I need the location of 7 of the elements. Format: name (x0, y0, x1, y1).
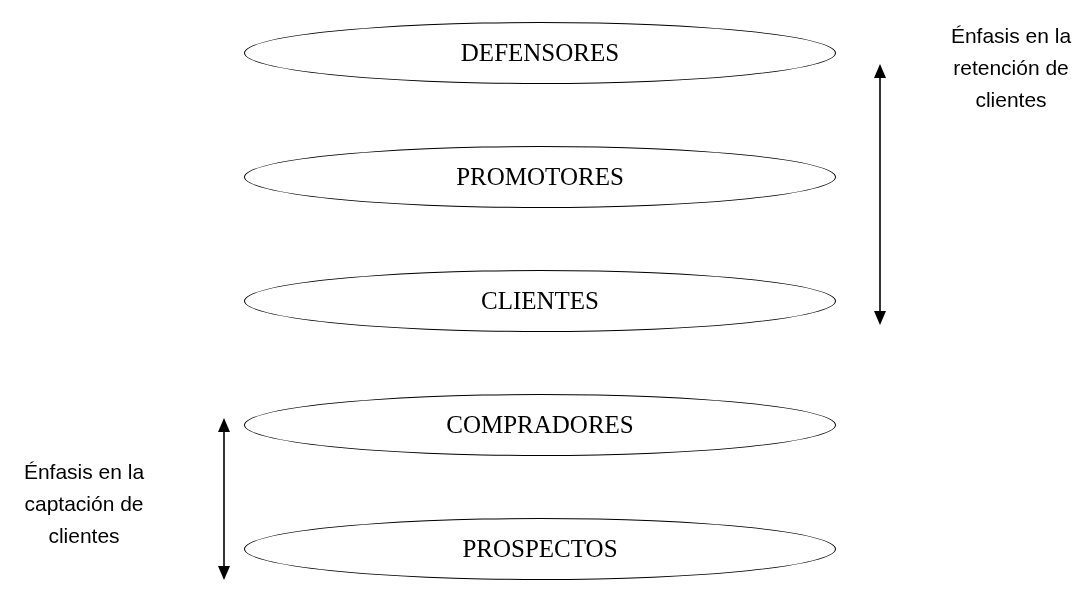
node-label: PROMOTORES (456, 163, 624, 191)
annotation-text: Énfasis en la captación de clientes (22, 459, 146, 549)
annotation-text: Énfasis en la retención de clientes (949, 23, 1073, 113)
node-label: PROSPECTOS (462, 535, 618, 563)
node-label: COMPRADORES (446, 411, 634, 439)
node-label: DEFENSORES (460, 39, 620, 67)
node-label: CLIENTES (480, 287, 599, 315)
